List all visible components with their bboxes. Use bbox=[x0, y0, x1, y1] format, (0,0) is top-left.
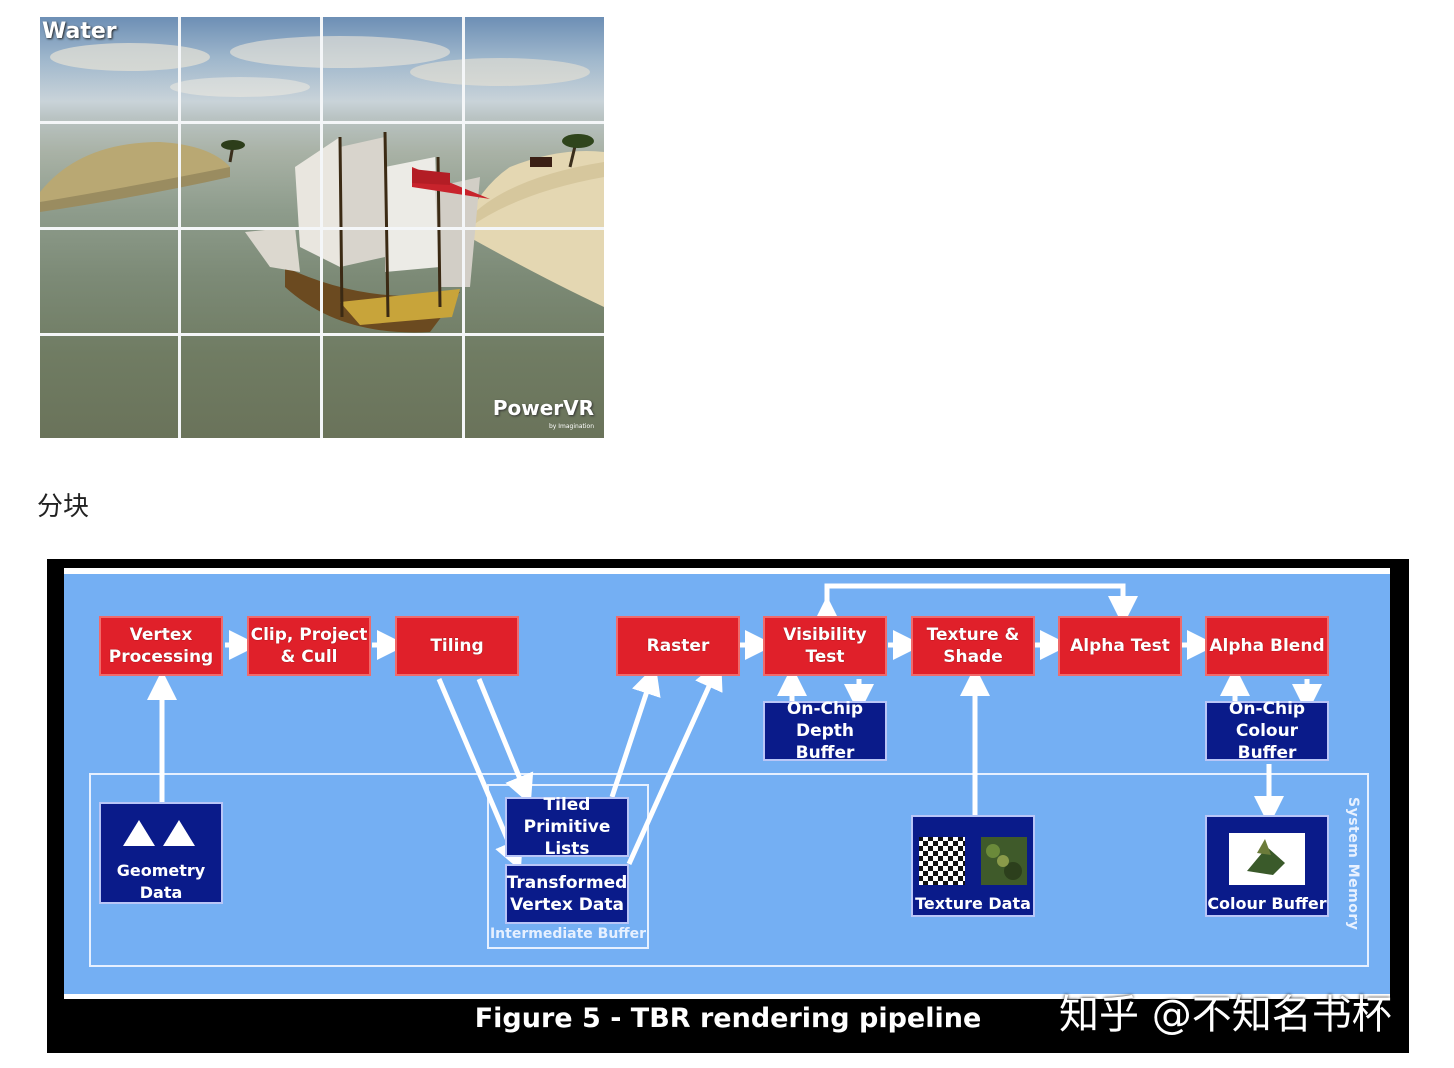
stage-raster: Raster bbox=[616, 616, 740, 676]
scene-artwork bbox=[40, 36, 604, 333]
system-memory-region bbox=[89, 773, 1369, 967]
tbr-pipeline-figure: System Memory Intermediate Buffer bbox=[47, 559, 1409, 1053]
zhihu-watermark: 知乎 @不知名书杯 bbox=[1059, 992, 1392, 1038]
geometry-data-label: Geometry Data bbox=[116, 861, 206, 902]
scene-title: Water bbox=[42, 19, 117, 44]
buffer-transformed-vertex-data: Transformed Vertex Data bbox=[505, 864, 629, 924]
buffer-on-chip-colour: On-Chip Colour Buffer bbox=[1205, 699, 1329, 763]
buffer-colour-buffer: Colour Buffer bbox=[1205, 815, 1329, 917]
pipeline-arrows bbox=[147, 583, 1322, 871]
intermediate-buffer-label: Intermediate Buffer bbox=[489, 926, 647, 942]
powervr-logo: PowerVR bbox=[492, 396, 594, 420]
buffer-texture-data: Texture Data bbox=[911, 815, 1035, 917]
stage-alpha-test: Alpha Test bbox=[1058, 616, 1182, 676]
section-caption: 分块 bbox=[37, 492, 90, 522]
intermediate-buffer-region bbox=[487, 784, 649, 949]
stage-clip-project-cull: Clip, Project & Cull bbox=[247, 616, 371, 676]
buffer-tiled-primitive-lists: Tiled Primitive Lists bbox=[505, 795, 629, 859]
stage-tiling: Tiling bbox=[395, 616, 519, 676]
stage-texture-shade: Texture & Shade bbox=[911, 616, 1035, 676]
stage-vertex-processing: Vertex Processing bbox=[99, 616, 223, 676]
system-memory-label: System Memory bbox=[1345, 797, 1361, 931]
colour-buffer-label: Colour Buffer bbox=[1207, 894, 1327, 913]
stage-visibility-test: Visibility Test bbox=[763, 616, 887, 676]
texture-thumbnails-icon bbox=[919, 837, 1027, 885]
buffer-geometry-data: Geometry Data bbox=[99, 802, 223, 904]
texture-data-label: Texture Data bbox=[915, 894, 1031, 913]
water-scene-image: Water PowerVR by Imagination bbox=[40, 17, 604, 438]
figure-caption: Figure 5 - TBR rendering pipeline bbox=[474, 1003, 982, 1034]
triangles-icon bbox=[123, 820, 195, 846]
buffer-on-chip-depth: On-Chip Depth Buffer bbox=[763, 699, 887, 763]
stage-alpha-blend: Alpha Blend bbox=[1205, 616, 1329, 676]
powervr-logo-sub: by Imagination bbox=[548, 423, 594, 430]
ship-thumbnail-icon bbox=[1229, 833, 1305, 885]
